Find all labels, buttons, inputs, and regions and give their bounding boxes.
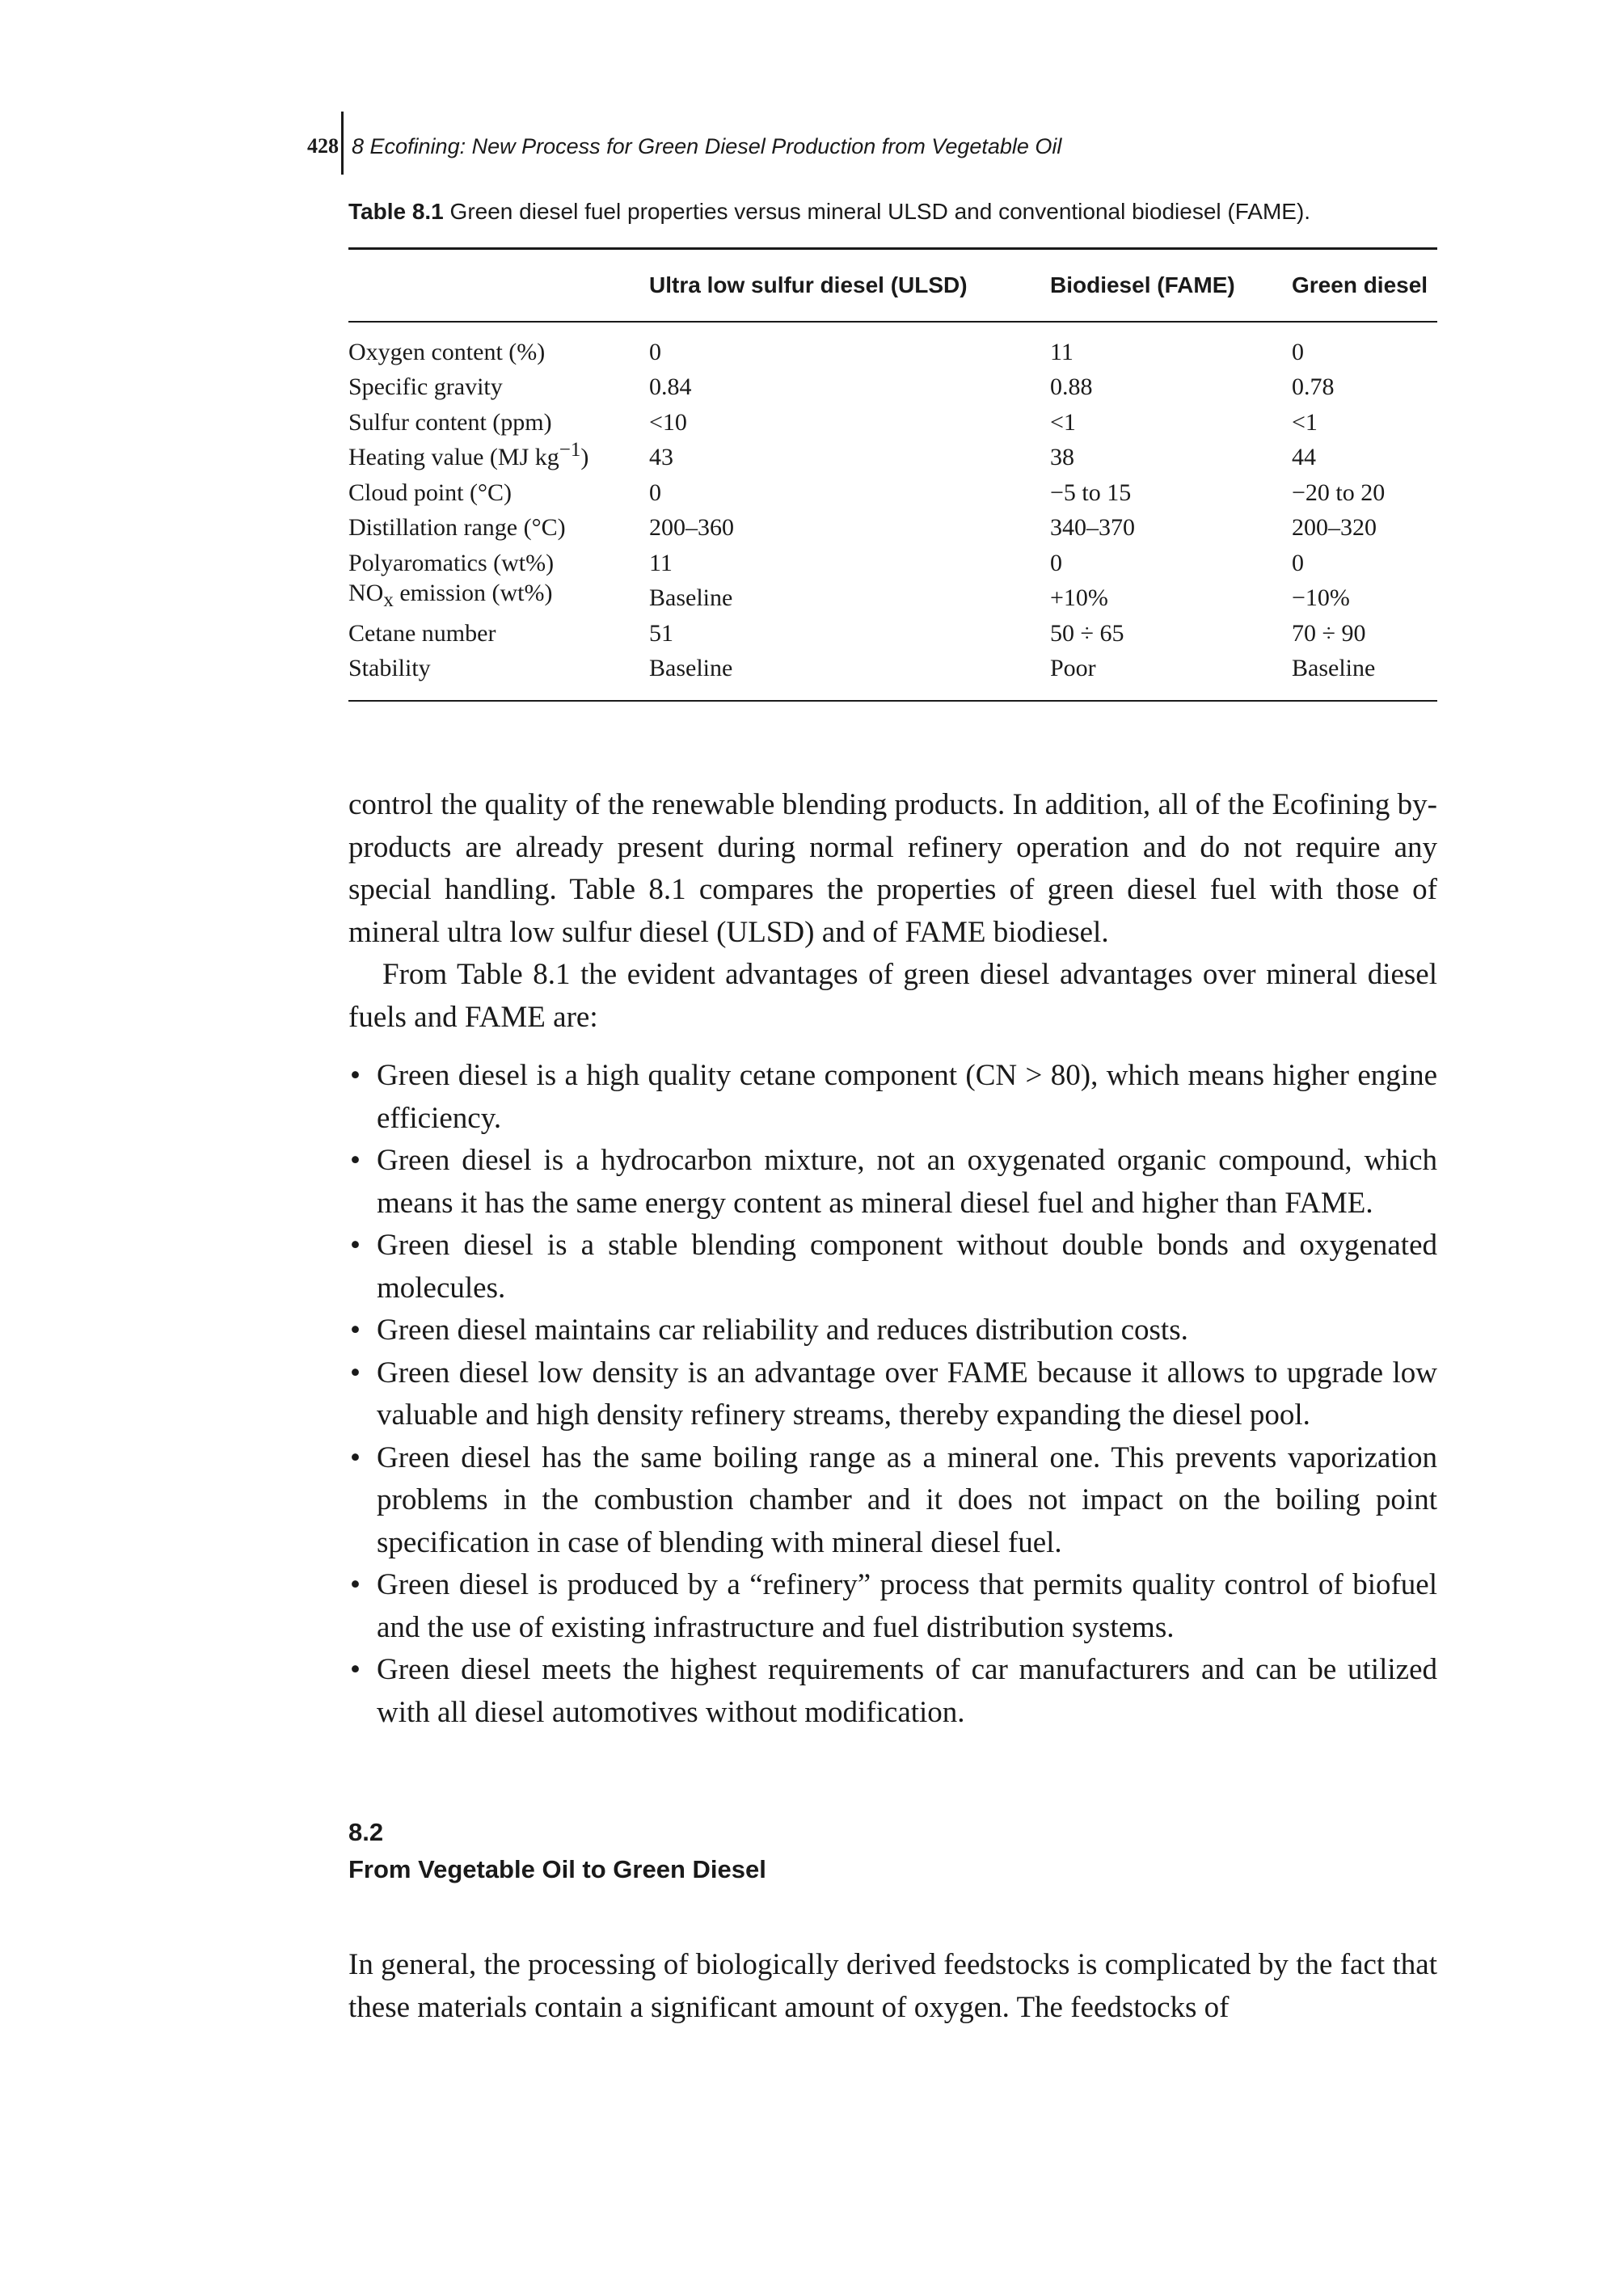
- body-text: control the quality of the renewable ble…: [348, 784, 1437, 1734]
- table-cell: 43: [649, 444, 673, 470]
- list-item: •Green diesel maintains car reliability …: [348, 1309, 1437, 1352]
- table-cell: 38: [1050, 444, 1074, 470]
- table-top-rule: [348, 247, 1437, 250]
- table-cell: Polyaromatics (wt%): [348, 549, 555, 576]
- table-cell: 0: [1050, 549, 1062, 576]
- list-item: •Green diesel is a hydrocarbon mixture, …: [348, 1140, 1437, 1225]
- table-caption-text: Green diesel fuel properties versus mine…: [449, 199, 1311, 224]
- table-cell: Poor: [1050, 655, 1096, 681]
- table-cell: 50 ÷ 65: [1050, 619, 1124, 647]
- table-cell: 200–320: [1292, 514, 1377, 541]
- bullet-icon: •: [350, 1144, 361, 1177]
- table-cell: Specific gravity: [348, 373, 503, 400]
- table-cell: 0.78: [1292, 373, 1335, 400]
- running-header: 428 8 Ecofining: New Process for Green D…: [0, 112, 1624, 176]
- table-row: Specific gravity 0.84 0.88 0.78: [348, 366, 1437, 402]
- subscript: x: [383, 589, 394, 611]
- table-cell: Baseline: [649, 655, 733, 681]
- table-cell: 11: [1050, 338, 1074, 365]
- table-row: Polyaromatics (wt%) 11 0 0: [348, 542, 1437, 577]
- table-caption: Table 8.1 Green diesel fuel properties v…: [348, 199, 1440, 225]
- table-row: Stability Baseline Poor Baseline: [348, 647, 1437, 683]
- table-cell: −5 to 15: [1050, 479, 1132, 506]
- section-heading: 8.2 From Vegetable Oil to Green Diesel: [348, 1814, 766, 1888]
- table-cell: 0: [1292, 338, 1304, 365]
- section-number: 8.2: [348, 1818, 384, 1846]
- table-cell: 200–360: [649, 514, 734, 541]
- table-row: Cloud point (°C) 0 −5 to 15 −20 to 20: [348, 471, 1437, 507]
- table-row: Distillation range (°C) 200–360 340–370 …: [348, 507, 1437, 542]
- table-row: Oxygen content (%) 0 11 0: [348, 331, 1437, 366]
- table-row: Sulfur content (ppm) <10 <1 <1: [348, 401, 1437, 436]
- bullet-icon: •: [350, 1059, 361, 1092]
- paragraph: control the quality of the renewable ble…: [348, 788, 1437, 949]
- bullet-icon: •: [350, 1314, 361, 1347]
- table-cell: <1: [1050, 408, 1076, 436]
- table-cell: Cetane number: [348, 619, 496, 647]
- table-cell: <1: [1292, 408, 1318, 436]
- table-cell: 0.84: [649, 373, 692, 400]
- table-header-rule: [348, 321, 1437, 323]
- table-cell: 44: [1292, 444, 1316, 470]
- paragraph: From Table 8.1 the evident advantages of…: [348, 958, 1437, 1034]
- bullet-icon: •: [350, 1653, 361, 1686]
- bullet-icon: •: [350, 1229, 361, 1262]
- table-cell: Sulfur content (ppm): [348, 408, 552, 436]
- paragraph: In general, the processing of biological…: [348, 1948, 1437, 2024]
- table-cell: <10: [649, 408, 687, 436]
- table-row: NOx emission (wt%) Baseline +10% −10%: [348, 577, 1437, 613]
- table-cell: 70 ÷ 90: [1292, 619, 1366, 647]
- table-row: Cetane number 51 50 ÷ 65 70 ÷ 90: [348, 612, 1437, 647]
- column-header: Green diesel: [1292, 272, 1428, 297]
- table-cell-heating-value: Heating value (MJ kg−1): [348, 439, 589, 470]
- list-item: •Green diesel has the same boiling range…: [348, 1437, 1437, 1565]
- column-header: Ultra low sulfur diesel (ULSD): [649, 272, 968, 297]
- table-cell-nox: NOx emission (wt%): [348, 580, 553, 611]
- table-cell: 0: [1292, 549, 1304, 576]
- table-cell: 0.88: [1050, 373, 1093, 400]
- page-number: 428: [307, 134, 339, 158]
- table-cell: Oxygen content (%): [348, 338, 546, 365]
- table-bottom-rule: [348, 700, 1437, 702]
- column-header: Biodiesel (FAME): [1050, 272, 1235, 297]
- bullet-icon: •: [350, 1356, 361, 1390]
- bullet-icon: •: [350, 1568, 361, 1601]
- bullet-icon: •: [350, 1440, 361, 1474]
- list-item: •Green diesel meets the highest requirem…: [348, 1649, 1437, 1734]
- table-cell: 51: [649, 619, 673, 647]
- table-cell: Cloud point (°C): [348, 479, 513, 506]
- table-cell: 0: [649, 338, 661, 365]
- table-cell: Baseline: [649, 584, 733, 611]
- superscript: −1: [559, 439, 581, 461]
- table-cell: 11: [649, 549, 673, 576]
- table-cell: 340–370: [1050, 514, 1135, 541]
- list-item: •Green diesel is produced by a “refinery…: [348, 1564, 1437, 1649]
- section-title: From Vegetable Oil to Green Diesel: [348, 1855, 766, 1883]
- column-header: [348, 250, 649, 321]
- table-cell: 0: [649, 479, 661, 506]
- list-item: •Green diesel low density is an advantag…: [348, 1352, 1437, 1437]
- table-cell: Baseline: [1292, 655, 1376, 681]
- running-title: 8 Ecofining: New Process for Green Diese…: [352, 134, 1062, 158]
- table-cell: Stability: [348, 655, 431, 681]
- table-cell: Distillation range (°C): [348, 514, 566, 541]
- table-caption-label: Table 8.1: [348, 199, 444, 224]
- header-divider: [341, 112, 344, 175]
- properties-table: Ultra low sulfur diesel (ULSD) Biodiesel…: [348, 247, 1437, 702]
- list-item: •Green diesel is a high quality cetane c…: [348, 1055, 1437, 1140]
- table-cell: −20 to 20: [1292, 479, 1386, 506]
- table-header-row: Ultra low sulfur diesel (ULSD) Biodiesel…: [348, 250, 1437, 321]
- advantages-list: •Green diesel is a high quality cetane c…: [348, 1055, 1437, 1734]
- table-cell: +10%: [1050, 584, 1108, 611]
- table-row: Heating value (MJ kg−1) 43 38 44: [348, 436, 1437, 472]
- list-item: •Green diesel is a stable blending compo…: [348, 1225, 1437, 1309]
- table-cell: −10%: [1292, 584, 1350, 611]
